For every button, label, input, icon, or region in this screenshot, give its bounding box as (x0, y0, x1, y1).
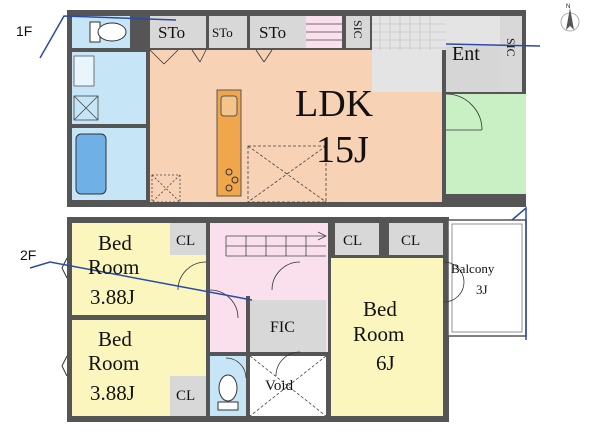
sic-1 (346, 16, 370, 50)
sic-1-label: SIC (351, 20, 365, 39)
balcony-label: Balcony (451, 261, 495, 276)
bedroom-3 (331, 258, 443, 416)
svg-text:N: N (566, 4, 570, 10)
interior-walls-1f (72, 16, 446, 202)
section-marker-1f (39, 15, 177, 59)
storage-1-label: STo (158, 23, 185, 42)
washbasin-icon (73, 55, 95, 87)
toilet-2f-icon (217, 374, 239, 411)
bedroom-2-line2: Room (88, 351, 139, 375)
balcony-size: 3J (476, 282, 488, 297)
void-crossbox (249, 355, 327, 417)
storage-crossbox (151, 174, 181, 203)
closet-4 (170, 376, 206, 416)
fic-room (250, 300, 326, 352)
ldk-label: LDK (295, 83, 374, 125)
storage-2-label: STo (212, 25, 233, 40)
closet-3 (389, 223, 443, 255)
bedroom-1-line1: Bed (98, 231, 132, 255)
stairs-icon (306, 23, 342, 41)
sic-2-label: SIC (504, 38, 518, 57)
sink-icon (220, 95, 238, 117)
bedroom-3-line2: Room (353, 322, 404, 346)
north-arrow-icon: N (560, 4, 580, 32)
floor-1-label: 1F (16, 23, 32, 39)
closet-2-label: CL (343, 233, 362, 249)
bedroom-2-size: 3.88J (90, 381, 135, 405)
garden-area (446, 94, 526, 194)
door-swings-1f (149, 49, 483, 131)
void-label: Void (265, 378, 294, 394)
closet-2 (335, 223, 379, 255)
section-marker-2f-right (511, 206, 527, 340)
stair-void-crossbox (247, 145, 327, 203)
stairs-2f-icon (225, 231, 327, 257)
bedroom-2-line1: Bed (98, 327, 132, 351)
bedroom-3-size: 6J (376, 351, 395, 375)
bedroom-1-size: 3.88J (90, 285, 135, 309)
section-marker-2f (29, 261, 253, 301)
hall-2f-lower (210, 300, 248, 350)
closet-3-label: CL (401, 233, 420, 249)
stove-icon (225, 168, 239, 192)
bathtub-icon (75, 133, 107, 195)
storage-2 (209, 16, 247, 48)
toilet-icon (89, 21, 127, 43)
section-marker-1f-right (445, 43, 541, 47)
bedroom-1-line2: Room (88, 255, 139, 279)
entrance-label: Ent (452, 43, 480, 65)
storage-3-label: STo (259, 23, 286, 42)
closet-4-label: CL (176, 388, 195, 404)
storage-1 (150, 16, 206, 48)
floor-2: 2F Bed Room 3.88J Bed Room 3.88J Bed Roo… (20, 206, 527, 422)
entrance-tiles (372, 16, 446, 50)
ldk-size: 15J (316, 129, 369, 171)
closet-1 (170, 223, 206, 255)
floor-2-label: 2F (20, 247, 36, 263)
floor-1: 1F LDK 15J STo STo STo SIC SIC Ent (16, 10, 541, 207)
washer-icon (73, 95, 99, 121)
balcony-area (447, 219, 527, 337)
sic-2 (500, 16, 522, 90)
bedroom-3-line1: Bed (363, 297, 397, 321)
fic-label: FIC (270, 319, 295, 336)
closet-1-label: CL (176, 233, 195, 249)
interior-walls-2f (72, 223, 448, 416)
storage-3 (250, 16, 306, 48)
windows-2f (61, 257, 68, 377)
